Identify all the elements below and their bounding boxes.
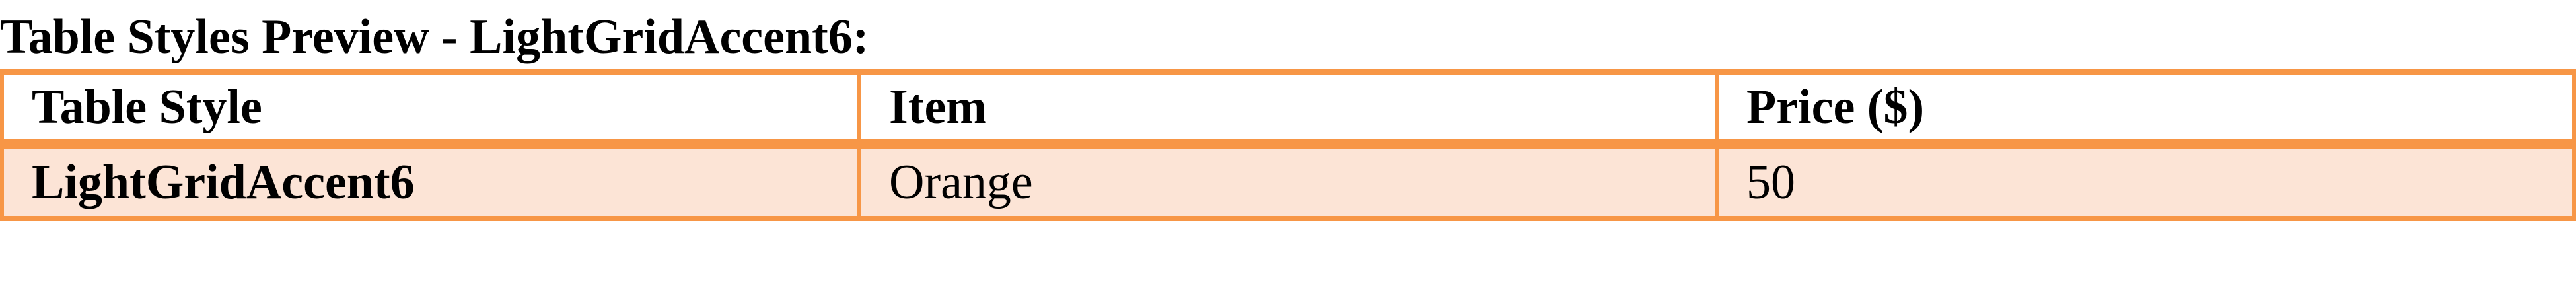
cell-item: Orange [857, 143, 1719, 221]
preview-table: Table Style Item Price ($) LightGridAcce… [0, 69, 2576, 221]
cell-table-style: LightGridAccent6 [0, 143, 861, 221]
header-price: Price ($) [1715, 69, 2576, 149]
header-item: Item [857, 69, 1719, 149]
page-title: Table Styles Preview - LightGridAccent6: [0, 10, 869, 64]
table-header-row: Table Style Item Price ($) [0, 69, 2576, 149]
table-row: LightGridAccent6 Orange 50 [0, 143, 2576, 221]
header-table-style: Table Style [0, 69, 861, 149]
cell-price: 50 [1715, 143, 2576, 221]
